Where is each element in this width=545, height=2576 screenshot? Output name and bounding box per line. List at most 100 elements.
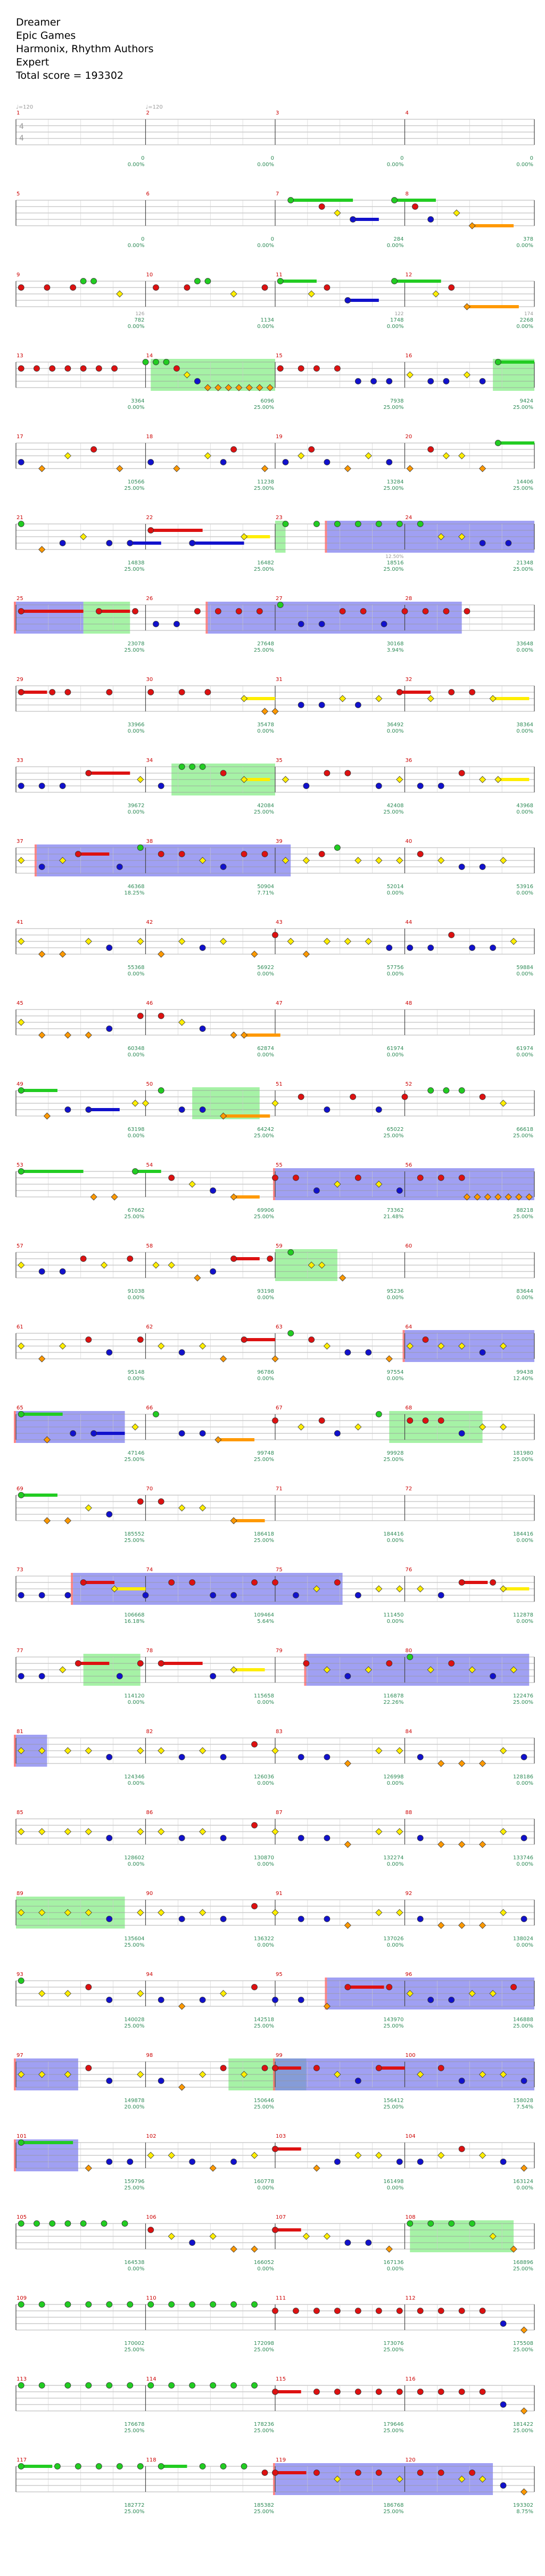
- note-gem: [43, 1517, 51, 1524]
- note-gem: [38, 1592, 45, 1598]
- note-gem: [318, 203, 325, 210]
- grey-count: 122: [394, 311, 403, 317]
- overdrive-start-marker: [14, 2139, 16, 2171]
- measure-score: 182772: [124, 2503, 144, 2508]
- note-gem: [38, 1828, 46, 1835]
- sustain-tail: [161, 1662, 203, 1665]
- note-gem: [158, 783, 164, 789]
- note-gem: [406, 465, 414, 472]
- sustain-tail: [94, 1432, 125, 1435]
- measure-number: 92: [406, 1891, 412, 1897]
- note-gem: [385, 2245, 393, 2253]
- measure-percent: 0.00%: [257, 324, 274, 330]
- note-gem: [240, 533, 248, 540]
- measure-number: 36: [406, 758, 412, 764]
- note-gem: [448, 932, 455, 938]
- measure-percent: 16.18%: [124, 1619, 144, 1625]
- measure-score: 137026: [383, 1936, 403, 1942]
- note-gem: [90, 1430, 97, 1437]
- note-gem: [230, 1031, 237, 1039]
- measure-percent: 0.00%: [387, 2266, 404, 2272]
- note-gem: [287, 1249, 294, 1256]
- measure-percent: 0.00%: [516, 1619, 533, 1625]
- overdrive-start-marker: [14, 2058, 16, 2090]
- note-gem: [407, 945, 414, 951]
- note-gem: [385, 1355, 393, 1363]
- sustain-tail: [244, 535, 270, 538]
- measure-score: 782: [134, 317, 144, 323]
- measure-number: 64: [406, 1324, 412, 1330]
- sustain-tail: [234, 1195, 260, 1199]
- measure-percent: 0.00%: [128, 1133, 145, 1139]
- measure-percent: 25.00%: [124, 486, 144, 491]
- note-gem: [458, 2475, 466, 2483]
- note-gem: [18, 459, 24, 465]
- note-gem: [38, 1355, 46, 1363]
- measure-percent: 25.00%: [383, 2104, 403, 2110]
- note-gem: [354, 2470, 361, 2476]
- measure-percent: 0.00%: [128, 1861, 145, 1867]
- measure-score: 159796: [124, 2179, 144, 2185]
- note-gem: [64, 365, 71, 372]
- note-gem: [106, 1916, 113, 1922]
- sustain-tail: [348, 299, 379, 302]
- sustain-tail: [83, 1581, 115, 1584]
- measure-percent: 25.00%: [254, 567, 274, 572]
- note-gem: [396, 2389, 403, 2395]
- note-gem: [38, 950, 46, 958]
- measure-score: 161498: [383, 2179, 403, 2185]
- note-gem: [417, 1835, 424, 1841]
- note-gem: [396, 1747, 403, 1754]
- sustain-tail: [21, 2465, 53, 2468]
- sustain-tail: [21, 1494, 57, 1497]
- note-gem: [521, 1835, 527, 1841]
- note-gem: [479, 776, 486, 783]
- measure-score: 168896: [513, 2260, 533, 2266]
- note-gem: [344, 465, 351, 472]
- measure-percent: 0.00%: [257, 1942, 274, 1948]
- note-gem: [18, 1168, 24, 1175]
- note-gem: [308, 1261, 315, 1269]
- measure-percent: 0.00%: [257, 1861, 274, 1867]
- note-gem: [220, 1990, 227, 1997]
- note-gem: [334, 2475, 341, 2483]
- note-gem: [147, 2227, 154, 2233]
- measure-percent: 25.00%: [124, 647, 144, 653]
- measure-number: 9: [16, 272, 20, 278]
- measure-percent: 0.00%: [128, 243, 145, 249]
- measure-score: 21348: [516, 560, 533, 566]
- note-gem: [334, 2308, 341, 2314]
- note-gem: [64, 2071, 71, 2078]
- note-gem: [261, 284, 268, 291]
- measure-percent: 25.00%: [254, 1538, 274, 1544]
- note-gem: [510, 1666, 517, 1673]
- note-gem: [469, 2220, 476, 2227]
- note-gem: [18, 1087, 24, 1094]
- note-gem: [153, 284, 159, 291]
- measure-score: 99748: [257, 1450, 274, 1456]
- note-gem: [137, 1498, 144, 1505]
- measure-number: 53: [16, 1162, 23, 1168]
- note-gem: [427, 446, 434, 453]
- time-signature-bottom: 4: [19, 134, 24, 143]
- note-gem: [272, 1579, 278, 1586]
- measure-number: 102: [146, 2134, 156, 2139]
- sustain-tail: [461, 1581, 488, 1584]
- note-gem: [240, 695, 248, 702]
- note-gem: [214, 1436, 222, 1443]
- note-gem: [90, 1193, 97, 1201]
- note-gem: [64, 2220, 71, 2227]
- measure-number: 111: [276, 2295, 286, 2301]
- note-gem: [479, 1841, 486, 1848]
- note-gem: [469, 2470, 476, 2476]
- note-gem: [90, 278, 97, 284]
- note-gem: [101, 2220, 108, 2227]
- note-gem: [230, 2245, 237, 2253]
- note-gem: [494, 359, 501, 365]
- note-gem: [479, 1349, 486, 1356]
- note-gem: [210, 1268, 217, 1275]
- note-gem: [272, 2389, 278, 2395]
- measure-number: 42: [146, 920, 153, 925]
- sustain-tail: [161, 2465, 187, 2468]
- note-gem: [375, 1585, 383, 1593]
